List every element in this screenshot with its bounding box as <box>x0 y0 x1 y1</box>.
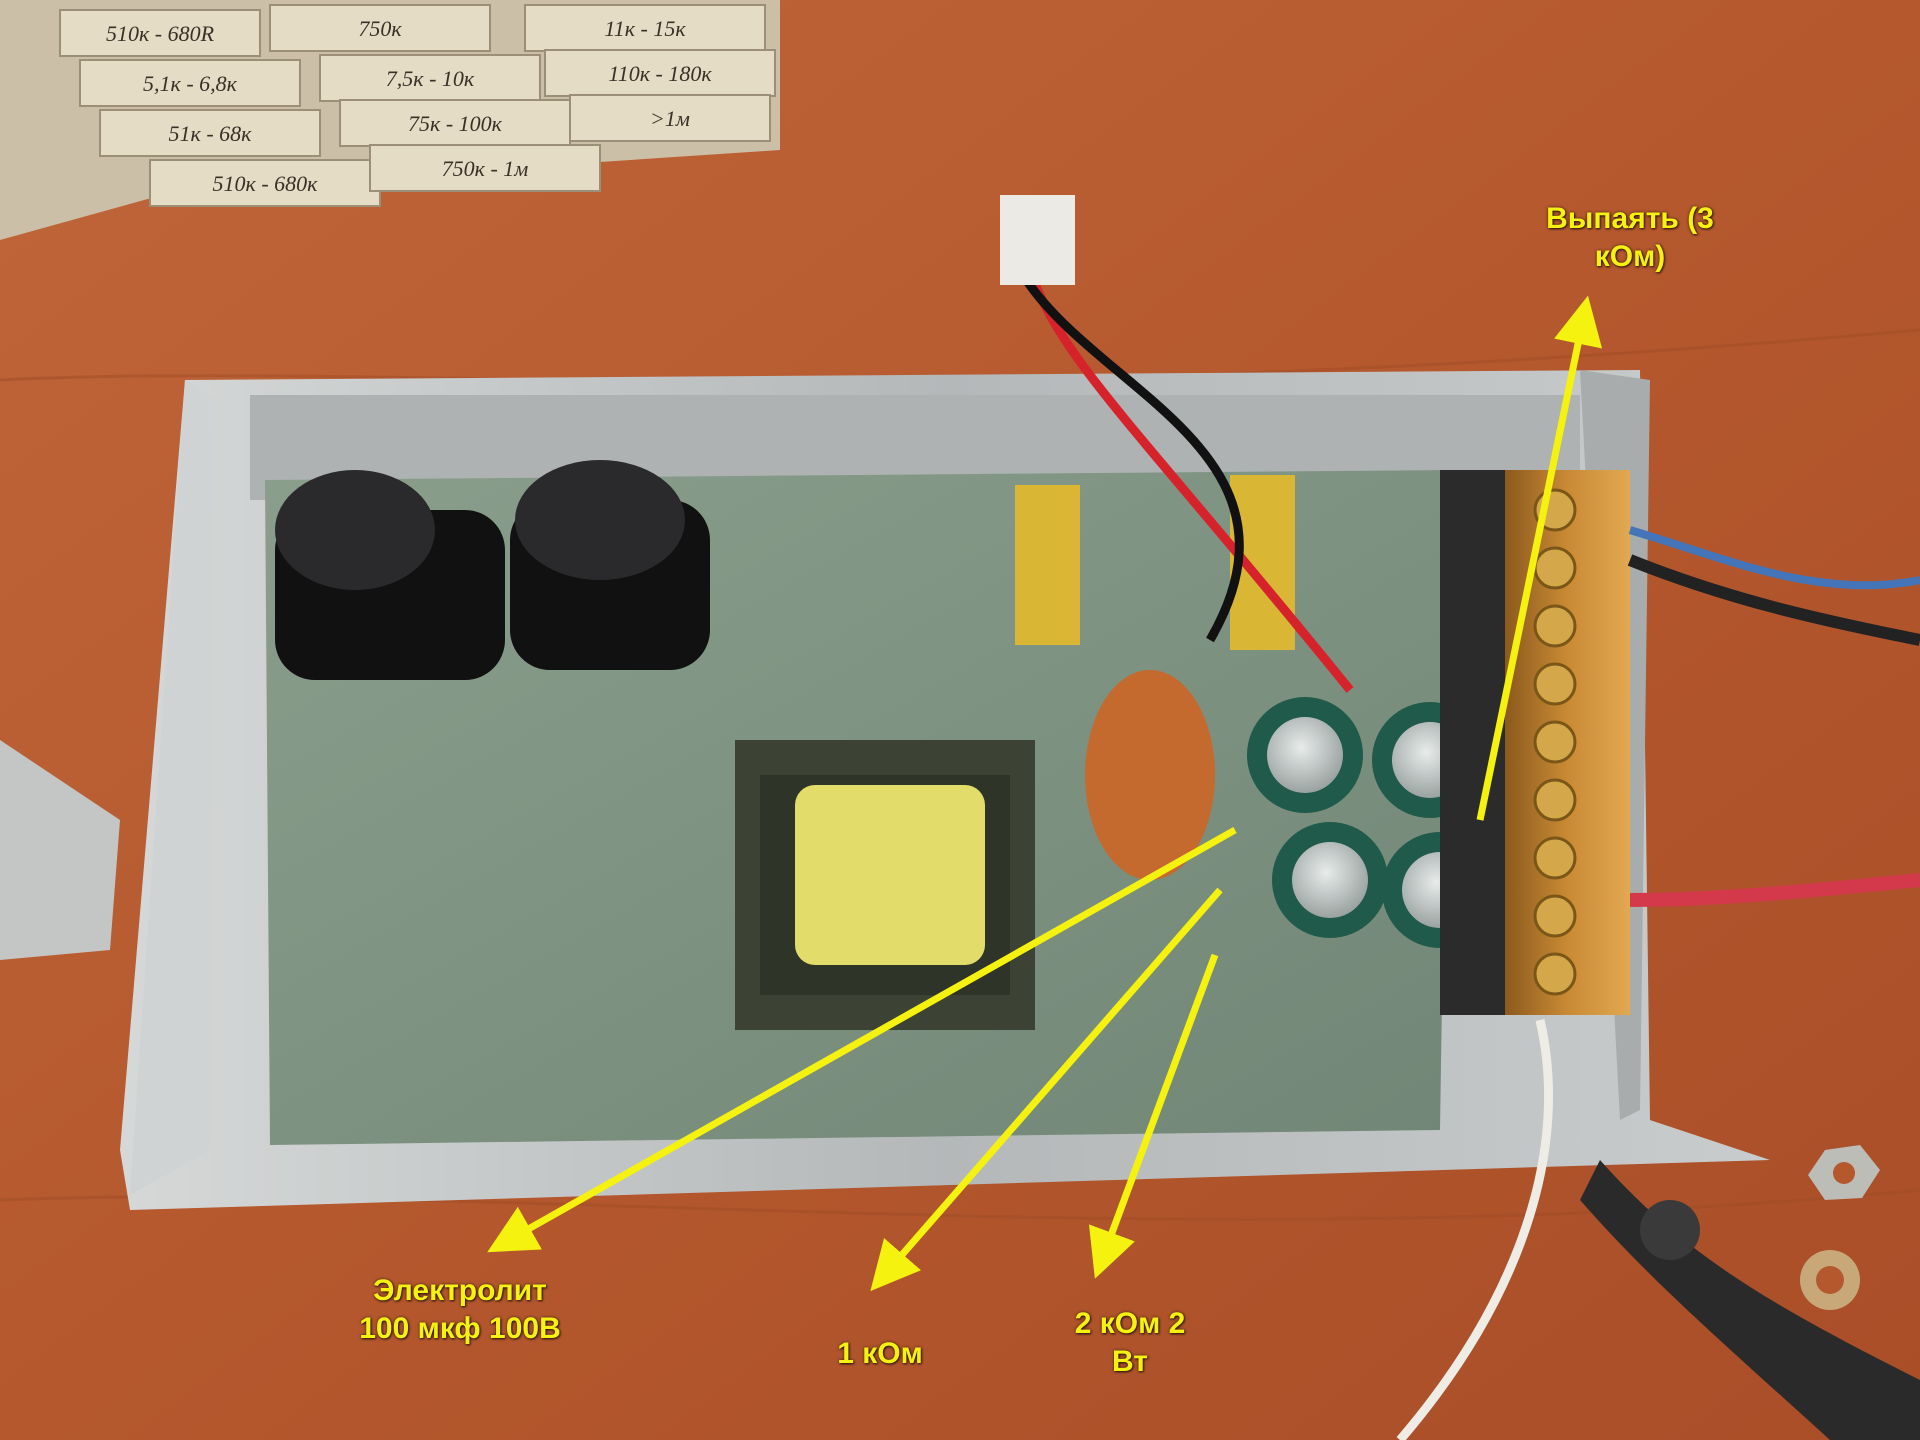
resistor-box-label: 750к <box>358 16 402 41</box>
resistor-box-label: >1м <box>650 106 690 131</box>
resistor-box-label: 5,1к - 6,8к <box>143 71 238 96</box>
resistor-box <box>99 109 321 157</box>
red-cable <box>1629 873 1920 907</box>
resistor-box-label: 7,5к - 10к <box>386 66 475 91</box>
arrow-one-kohm <box>870 887 1223 1292</box>
resistor-box <box>149 159 381 207</box>
white-twisted-wire <box>1396 1018 1553 1440</box>
blue-wire <box>1628 526 1920 590</box>
resistor-box <box>544 49 776 97</box>
resistor-box-label: 110к - 180к <box>608 61 712 86</box>
resistor-boxes: 510к - 680R 750к 11к - 15к 5,1к - 6,8к 7,5к … <box>0 0 780 240</box>
terminal-screw <box>1533 546 1577 590</box>
arrow-electrolytic <box>487 826 1237 1253</box>
x-capacitor <box>1015 485 1080 645</box>
resistor-box <box>569 94 771 142</box>
terminal-screw <box>1533 836 1577 880</box>
resistor-box <box>369 144 601 192</box>
pliers <box>1580 1160 1920 1440</box>
resistor-box <box>79 59 301 107</box>
resistor-box <box>524 4 766 52</box>
toroid-inductor <box>1085 670 1215 880</box>
terminal-screw <box>1533 662 1577 706</box>
resistor-box <box>59 9 261 57</box>
resistor-box-label: 510к - 680R <box>106 21 215 46</box>
terminal-screw <box>1533 894 1577 938</box>
black-wire <box>1016 267 1244 643</box>
annotation-arrows <box>487 295 1603 1292</box>
terminal-screw <box>1533 720 1577 764</box>
metal-bracket <box>0 740 120 960</box>
black-cable <box>1627 554 1920 646</box>
terminal-screw <box>1533 604 1577 648</box>
resistor-box-label: 750к - 1м <box>442 156 529 181</box>
terminal-screw <box>1533 952 1577 996</box>
resistor-box-label: 51к - 68к <box>169 121 253 146</box>
label-desolder: Выпаять (3 кОм) <box>1546 202 1714 273</box>
label-one-kohm: 1 кОм <box>837 1337 923 1370</box>
terminal-screw <box>1533 778 1577 822</box>
bulk-capacitors <box>275 460 710 680</box>
wire-connector <box>1000 195 1075 285</box>
label-two-kohm: 2 кОм 2 Вт <box>1074 1307 1186 1378</box>
arrow-two-kohm <box>1088 953 1219 1279</box>
resistor-box-label: 11к - 15к <box>604 16 686 41</box>
terminal-block <box>1440 470 1630 1015</box>
main-transformer <box>735 740 1035 1030</box>
arrow-desolder <box>1476 295 1603 821</box>
resistor-box-label: 510к - 680к <box>213 171 319 196</box>
resistor-box <box>319 54 541 102</box>
label-electrolytic: Электролит 100 мкф 100В <box>359 1274 561 1345</box>
resistor-box-label: 75к - 100к <box>408 111 503 136</box>
resistor-box <box>269 4 491 52</box>
